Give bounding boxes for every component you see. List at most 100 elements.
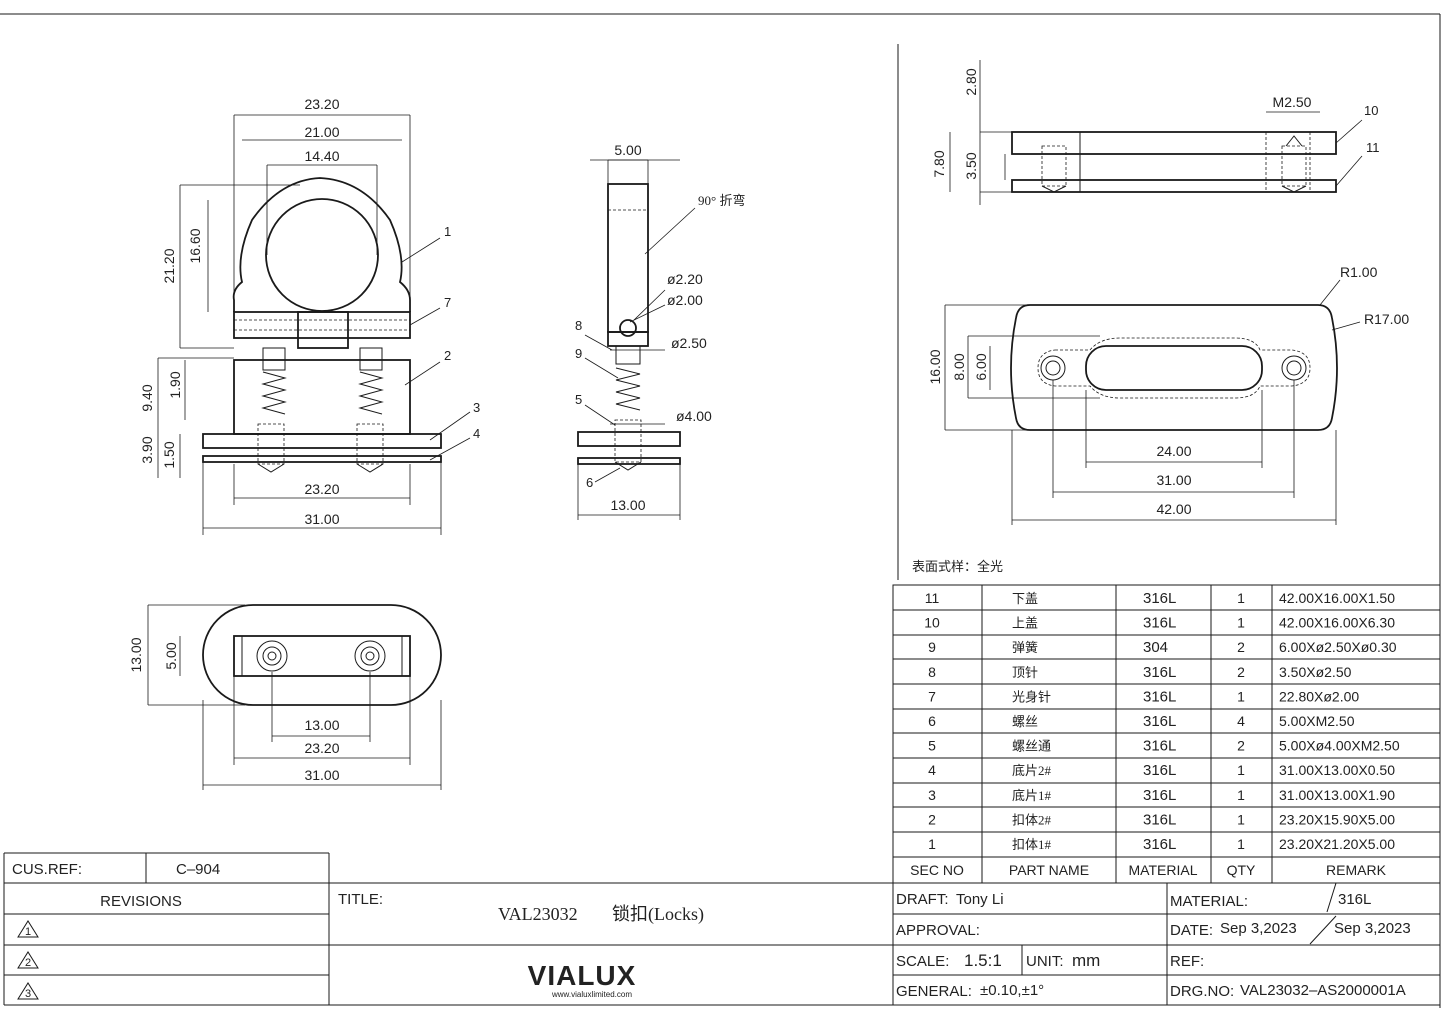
thread-label: M2.50 <box>1273 94 1312 110</box>
cover-dim-3: 3.50 <box>963 152 979 179</box>
radius-2: R17.00 <box>1364 311 1409 327</box>
cover-section-view: 2.80 7.80 3.50 M2.50 10 11 <box>897 44 1380 580</box>
bom-cell-material: 316L <box>1143 615 1176 632</box>
svg-text:1: 1 <box>25 926 31 938</box>
bom-cell-name: 底片2# <box>1012 763 1052 778</box>
bom-cell-no: 3 <box>928 787 936 803</box>
bom-cell-name: 扣体1# <box>1012 837 1052 852</box>
bom-cell-qty: 1 <box>1237 615 1245 631</box>
bom-cell-no: 9 <box>928 639 936 655</box>
bom-cell-name: 底片1# <box>1012 788 1052 803</box>
revision-mark-2: 2 <box>17 951 39 969</box>
bom-cell-material: 316L <box>1143 762 1176 779</box>
approval-label: APPROVAL: <box>896 922 980 939</box>
bom-cell-name: 上盖 <box>1012 616 1038 631</box>
callout-6: 6 <box>586 475 593 490</box>
dim-bottom-1: 23.20 <box>304 481 339 497</box>
scale-label: SCALE: <box>896 953 949 970</box>
bom-header-qty: QTY <box>1227 862 1256 878</box>
dim-bottom-2: 31.00 <box>304 511 339 527</box>
diameter-4: ø4.00 <box>676 408 712 424</box>
bom-cell-remark: 6.00Xø2.50Xø0.30 <box>1279 639 1397 655</box>
top-dim-bottom-1: 24.00 <box>1156 443 1191 459</box>
logo-text: VIALUX <box>528 960 637 991</box>
date-value-2: Sep 3,2023 <box>1334 920 1411 937</box>
bom-cell-remark: 22.80Xø2.00 <box>1279 688 1359 704</box>
general-label: GENERAL: <box>896 983 972 1000</box>
callout-8: 8 <box>575 318 582 333</box>
bom-cell-no: 11 <box>925 590 940 606</box>
title-block: CUS.REF: C–904 REVISIONS 1 2 3 TITLE: VA… <box>3 852 1440 1006</box>
top-dim-left-1: 16.00 <box>927 349 943 384</box>
dim-left-1: 21.20 <box>161 248 177 283</box>
bom-cell-remark: 31.00X13.00X0.50 <box>1279 762 1395 778</box>
title-name: 锁扣(Locks) <box>612 904 704 925</box>
unit-label: UNIT: <box>1026 953 1064 970</box>
bom-cell-name: 下盖 <box>1012 591 1038 606</box>
bom-cell-qty: 2 <box>1237 738 1245 754</box>
bom-cell-remark: 23.20X21.20X5.00 <box>1279 836 1395 852</box>
draft-label: DRAFT: <box>896 891 949 908</box>
plan-dim-left-1: 13.00 <box>128 637 144 672</box>
plan-view: 13.00 5.00 13.00 23.20 31.00 <box>128 604 442 790</box>
plan-dim-left-2: 5.00 <box>163 642 179 669</box>
svg-text:3: 3 <box>25 988 31 1000</box>
bom-cell-name: 弹簧 <box>1012 640 1038 655</box>
bom-cell-no: 6 <box>928 713 936 729</box>
revision-mark-3: 3 <box>17 982 39 1000</box>
dim-left-5: 3.90 <box>139 436 155 463</box>
title-label: TITLE: <box>338 891 383 908</box>
drg-label: DRG.NO: <box>1170 983 1234 1000</box>
bom-cell-material: 316L <box>1143 836 1176 853</box>
plan-dim-bottom-3: 31.00 <box>304 767 339 783</box>
bom-cell-name: 螺丝 <box>1012 714 1038 729</box>
dim-left-3: 9.40 <box>139 384 155 411</box>
material-value: 316L <box>1338 891 1371 908</box>
diameter-1: ø2.20 <box>667 271 703 287</box>
radius-1: R1.00 <box>1340 264 1378 280</box>
bom-cell-remark: 42.00X16.00X1.50 <box>1279 590 1395 606</box>
scale-value: 1.5:1 <box>964 951 1002 970</box>
bom-cell-remark: 5.00XM2.50 <box>1279 713 1355 729</box>
dim-left-4: 1.90 <box>167 371 183 398</box>
bom-header-name: PART NAME <box>1009 862 1089 878</box>
dim-left-2: 16.60 <box>187 228 203 263</box>
bom-cell-material: 316L <box>1143 787 1176 804</box>
diameter-3: ø2.50 <box>671 335 707 351</box>
bom-cell-no: 2 <box>928 811 936 827</box>
bom-cell-name: 光身针 <box>1012 689 1051 704</box>
bom-cell-qty: 1 <box>1237 836 1245 852</box>
bom-cell-remark: 3.50Xø2.50 <box>1279 664 1352 680</box>
bom-header-no: SEC NO <box>910 862 964 878</box>
cus-ref-value: C–904 <box>176 861 220 878</box>
callout-1: 1 <box>444 224 451 239</box>
surface-note: 表面式样：全光 <box>912 559 1003 574</box>
cus-ref-label: CUS.REF: <box>12 861 82 878</box>
callout-11: 11 <box>1366 140 1380 155</box>
top-dim-bottom-3: 42.00 <box>1156 501 1191 517</box>
bom-cell-no: 1 <box>928 836 936 852</box>
callout-3: 3 <box>473 400 480 415</box>
bom-cell-material: 316L <box>1143 713 1176 730</box>
unit-value: mm <box>1072 951 1100 970</box>
side-view: 5.00 90° 折弯 ø2.20 ø2.00 ø2.50 ø4.00 8 9 … <box>575 142 745 520</box>
general-value: ±0.10,±1° <box>980 982 1044 999</box>
ref-label: REF: <box>1170 953 1204 970</box>
bom-cell-no: 8 <box>928 664 936 680</box>
dim-top-2: 21.00 <box>304 124 339 140</box>
side-dim-bottom: 13.00 <box>610 497 645 513</box>
bom-cell-name: 顶针 <box>1012 665 1038 680</box>
bom-cell-qty: 1 <box>1237 762 1245 778</box>
bom-cell-material: 316L <box>1143 664 1176 681</box>
bom-cell-name: 螺丝通 <box>1012 739 1051 754</box>
